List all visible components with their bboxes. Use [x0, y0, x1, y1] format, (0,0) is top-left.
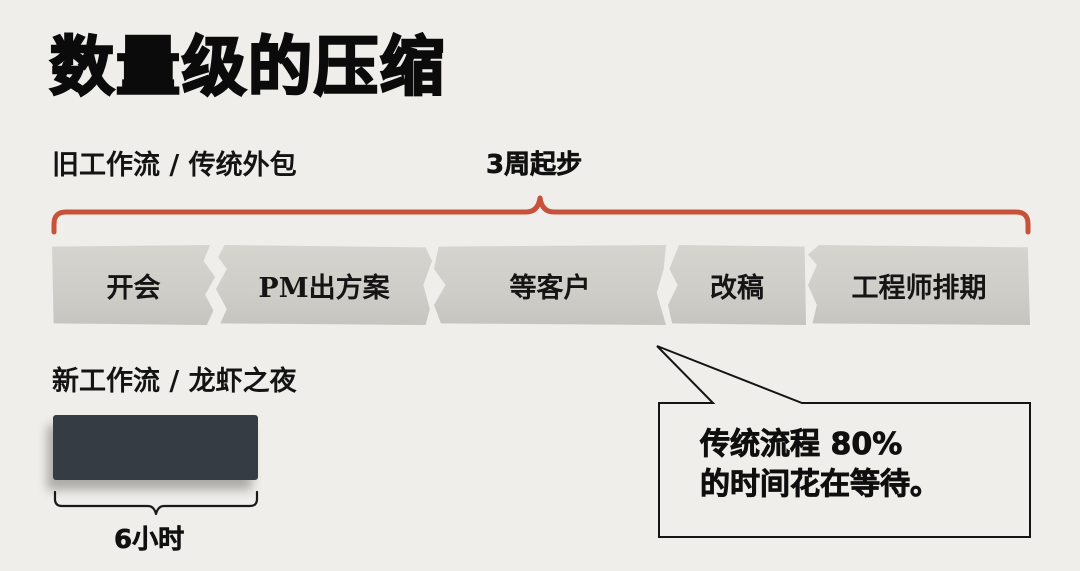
old-workflow-brace: [51, 195, 1031, 235]
step-label: PM出方案: [258, 272, 390, 304]
page-title: 数量级的压缩: [49, 31, 446, 105]
callout-line-1: 传统流程 80%: [700, 427, 903, 463]
step-block-meeting: 开会: [52, 245, 215, 325]
step-block-engineer-schedule: 工程师排期: [808, 245, 1030, 325]
callout-text: 传统流程 80% 的时间花在等待。: [700, 425, 941, 505]
step-block-wait-client: 等客户: [434, 245, 666, 325]
new-workflow-bar: [53, 415, 258, 480]
step-label: 等客户: [509, 272, 591, 304]
new-workflow-label: 新工作流 / 龙虾之夜: [52, 366, 297, 397]
callout-box: [656, 345, 1031, 538]
new-workflow-duration: 6小时: [114, 525, 185, 555]
old-workflow-label: 旧工作流 / 传统外包: [52, 150, 297, 181]
step-label: 改稿: [710, 272, 764, 304]
new-workflow-brace: [53, 490, 259, 516]
step-label: 工程师排期: [851, 272, 987, 304]
old-workflow-duration: 3周起步: [486, 150, 583, 180]
step-label: 开会: [106, 272, 161, 304]
step-block-pm-proposal: PM出方案: [216, 245, 432, 325]
step-block-revise: 改稿: [668, 245, 806, 325]
callout-line-2: 的时间花在等待。: [700, 467, 941, 503]
